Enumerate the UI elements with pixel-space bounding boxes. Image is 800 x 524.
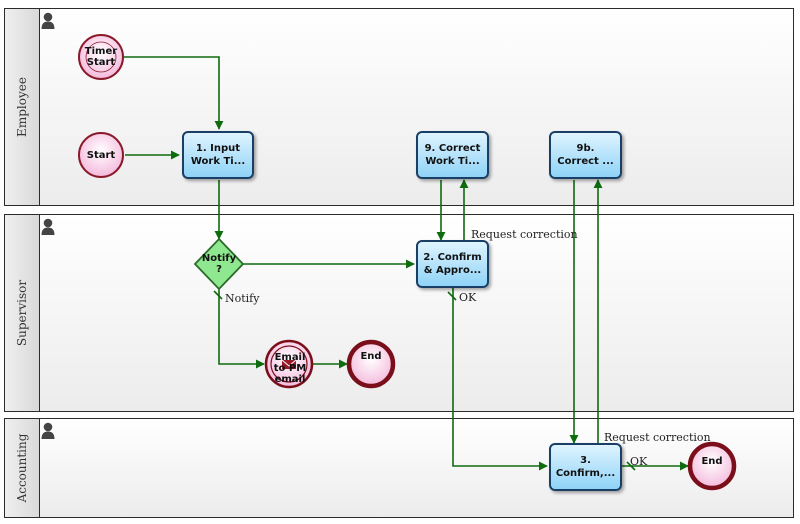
timer-start-label: Timer Start [84,46,118,68]
task-label: 9. Correct Work Ti... [424,143,481,167]
task-confirm-approve[interactable]: 2. Confirm & Appro... [416,240,489,288]
lane-accounting: Accounting [4,418,794,518]
task-confirm-accounting[interactable]: 3. Confirm,... [549,443,622,491]
edge-label-ok: OK [630,455,648,468]
start-event [78,132,124,178]
edge-label-request-correction: Request correction [471,228,578,241]
task-correct-9b[interactable]: 9b. Correct ... [549,131,622,179]
flow-confirm-ok-to-accounting [452,288,548,471]
notify-gateway [193,237,245,291]
user-icon [41,422,55,439]
email-event-label: Email to PM email [273,352,307,385]
user-icon [41,12,55,29]
edge-label-notify: Notify [225,292,260,305]
timer-start-event [78,34,124,80]
edge-label-request-correction: Request correction [604,431,711,444]
gateway-label: Notify ? [201,253,237,275]
flow-timer-to-input [124,56,224,130]
lane-body [40,419,793,517]
task-label: 9b. Correct ... [557,143,614,167]
end-label-accounting: End [701,456,723,467]
conditional-flow-mark [447,291,457,301]
edge-label-ok: OK [459,291,477,304]
lane-header: Accounting [5,419,40,517]
start-label: Start [86,150,116,161]
conditional-flow-mark [213,290,223,300]
conditional-flow-mark [626,461,636,471]
end-label-supervisor: End [360,351,382,362]
lane-employee: Employee [4,8,794,206]
lane-header: Employee [5,9,40,205]
end-event-accounting [687,441,737,491]
end-event-supervisor [346,339,396,389]
task-input-work-time[interactable]: 1. Input Work Ti... [182,131,254,179]
task-label: 3. Confirm,... [555,455,616,479]
task-correct-work-time[interactable]: 9. Correct Work Ti... [416,131,489,179]
lane-header: Supervisor [5,215,40,411]
flow-gateway-to-email [218,289,265,369]
task-label: 1. Input Work Ti... [190,143,246,167]
email-event [264,339,314,389]
user-icon [41,218,55,235]
task-label: 2. Confirm & Appro... [423,252,482,276]
